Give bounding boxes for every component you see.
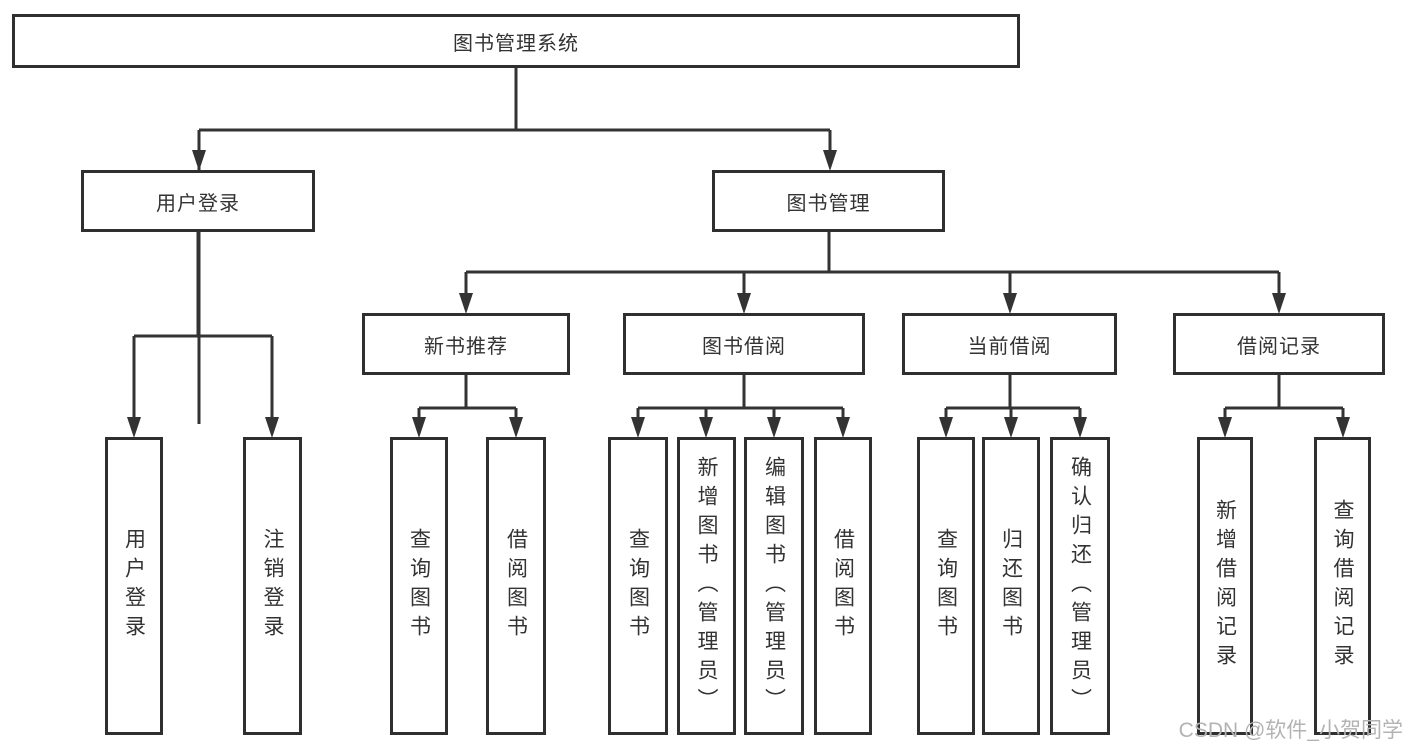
leaf-newbook-borrow-label: 借阅图书 <box>504 528 528 644</box>
leaf-logout-label: 注销登录 <box>261 528 284 644</box>
leaf-record-query: 查询借阅记录 <box>1314 437 1371 735</box>
leaf-record-add: 新增借阅记录 <box>1197 437 1253 735</box>
csdn-watermark: CSDN @软件_小贺同学 <box>1178 719 1403 742</box>
leaf-newbook-borrow: 借阅图书 <box>486 437 546 735</box>
leaf-borrow-book: 借阅图书 <box>814 437 872 735</box>
node-root-label: 图书管理系统 <box>453 32 579 55</box>
leaf-user-login-label: 用户登录 <box>122 528 146 644</box>
arrowheads <box>127 150 1350 438</box>
leaf-current-confirm: 确认归还（管理员） <box>1050 437 1110 735</box>
node-current-borrow-label: 当前借阅 <box>967 335 1052 358</box>
edge-bookmgmt-to-level3 <box>464 232 1281 300</box>
node-book-borrow-label: 图书借阅 <box>702 335 786 358</box>
edge-userlogin-to-leaves <box>132 232 274 424</box>
leaf-borrow-edit-label: 编辑图书（管理员） <box>762 455 786 717</box>
node-book-mgmt: 图书管理 <box>712 170 945 232</box>
leaf-borrow-query: 查询图书 <box>608 437 668 735</box>
leaf-borrow-book-label: 借阅图书 <box>831 528 855 644</box>
leaf-current-query: 查询图书 <box>917 437 975 735</box>
edge-root-to-level2 <box>197 68 832 424</box>
node-new-book-rec: 新书推荐 <box>362 313 570 375</box>
node-user-login: 用户登录 <box>81 170 315 232</box>
leaf-current-confirm-label: 确认归还（管理员） <box>1068 455 1092 717</box>
leaf-borrow-add: 新增图书（管理员） <box>677 437 736 735</box>
leaf-current-return-label: 归还图书 <box>999 528 1023 644</box>
node-new-book-rec-label: 新书推荐 <box>424 335 508 358</box>
leaf-borrow-query-label: 查询图书 <box>626 528 650 644</box>
leaf-record-add-label: 新增借阅记录 <box>1213 499 1237 673</box>
edge-newbook-to-leaves <box>417 375 518 424</box>
edge-current-to-leaves <box>944 375 1082 424</box>
node-current-borrow: 当前借阅 <box>902 313 1117 375</box>
leaf-current-return: 归还图书 <box>982 437 1040 735</box>
leaf-record-query-label: 查询借阅记录 <box>1331 499 1354 673</box>
node-borrow-record: 借阅记录 <box>1173 313 1385 375</box>
edge-borrow-to-leaves <box>636 375 845 424</box>
leaf-user-login: 用户登录 <box>105 437 163 735</box>
leaf-borrow-add-label: 新增图书（管理员） <box>695 455 718 717</box>
leaf-logout: 注销登录 <box>243 437 302 735</box>
leaf-borrow-edit: 编辑图书（管理员） <box>744 437 804 735</box>
leaf-newbook-query-label: 查询图书 <box>407 528 431 644</box>
node-borrow-record-label: 借阅记录 <box>1237 335 1321 358</box>
node-book-borrow: 图书借阅 <box>623 313 865 375</box>
edge-record-to-leaves <box>1223 375 1345 424</box>
node-book-mgmt-label: 图书管理 <box>786 192 871 215</box>
node-user-login-label: 用户登录 <box>156 192 240 215</box>
leaf-current-query-label: 查询图书 <box>934 528 958 644</box>
leaf-newbook-query: 查询图书 <box>390 437 448 735</box>
node-root: 图书管理系统 <box>12 14 1020 68</box>
